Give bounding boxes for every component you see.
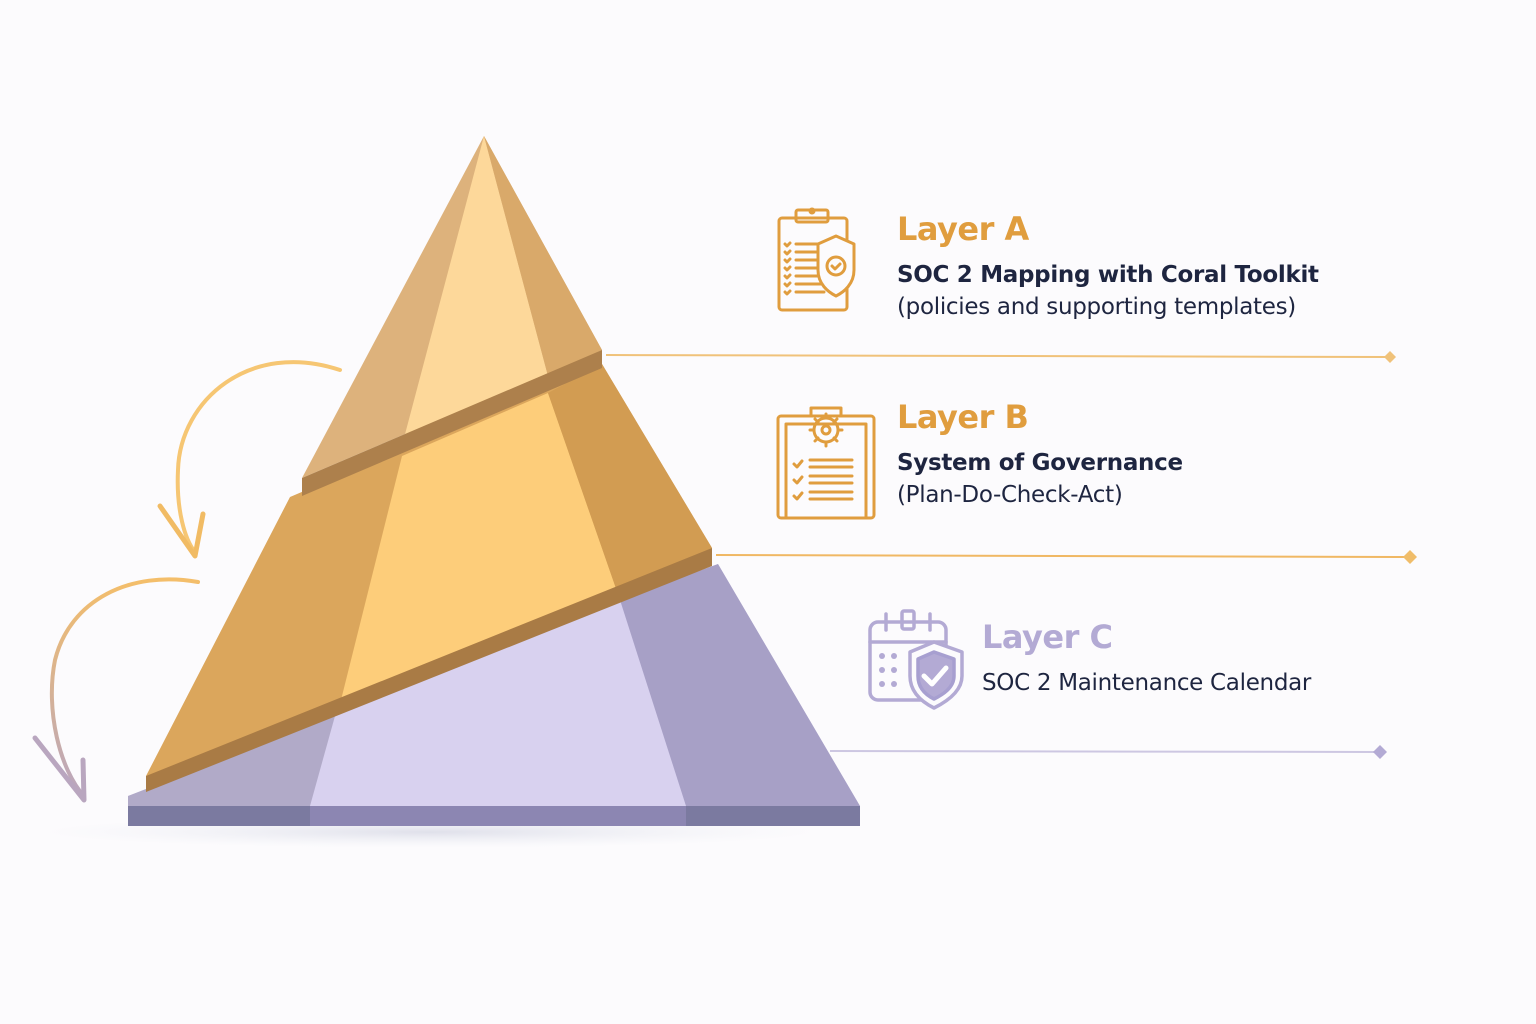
clipboard-gear-icon <box>776 402 876 522</box>
layer-a-subtitle: SOC 2 Mapping with Coral Toolkit <box>897 262 1319 288</box>
curved-arrow-lower <box>49 577 200 798</box>
connector-line-c <box>829 745 1387 759</box>
connector-line-a <box>605 351 1396 363</box>
clipboard-shield-icon <box>776 204 856 314</box>
calendar-shield-icon <box>866 608 970 712</box>
layer-b-description: (Plan-Do-Check-Act) <box>897 482 1123 508</box>
pyramid-layer-c <box>128 564 860 826</box>
layer-b-title: Layer B <box>897 398 1029 436</box>
curved-arrow-upper <box>175 360 342 554</box>
connector-line-b <box>715 550 1417 564</box>
pyramid-layer-a <box>302 136 602 496</box>
layer-c-subtitle: SOC 2 Maintenance Calendar <box>982 670 1312 696</box>
pyramid-layer-b <box>146 364 712 792</box>
layer-c-title: Layer C <box>982 618 1113 656</box>
layer-b-text: Layer B System of Governance (Plan-Do-Ch… <box>897 398 1183 508</box>
layer-a-text: Layer A SOC 2 Mapping with Coral Toolkit… <box>897 210 1319 320</box>
layer-b-subtitle: System of Governance <box>897 450 1183 476</box>
layer-a-title: Layer A <box>897 210 1029 248</box>
layer-c-text: Layer C SOC 2 Maintenance Calendar <box>982 618 1311 696</box>
layer-a-description: (policies and supporting templates) <box>897 294 1296 320</box>
